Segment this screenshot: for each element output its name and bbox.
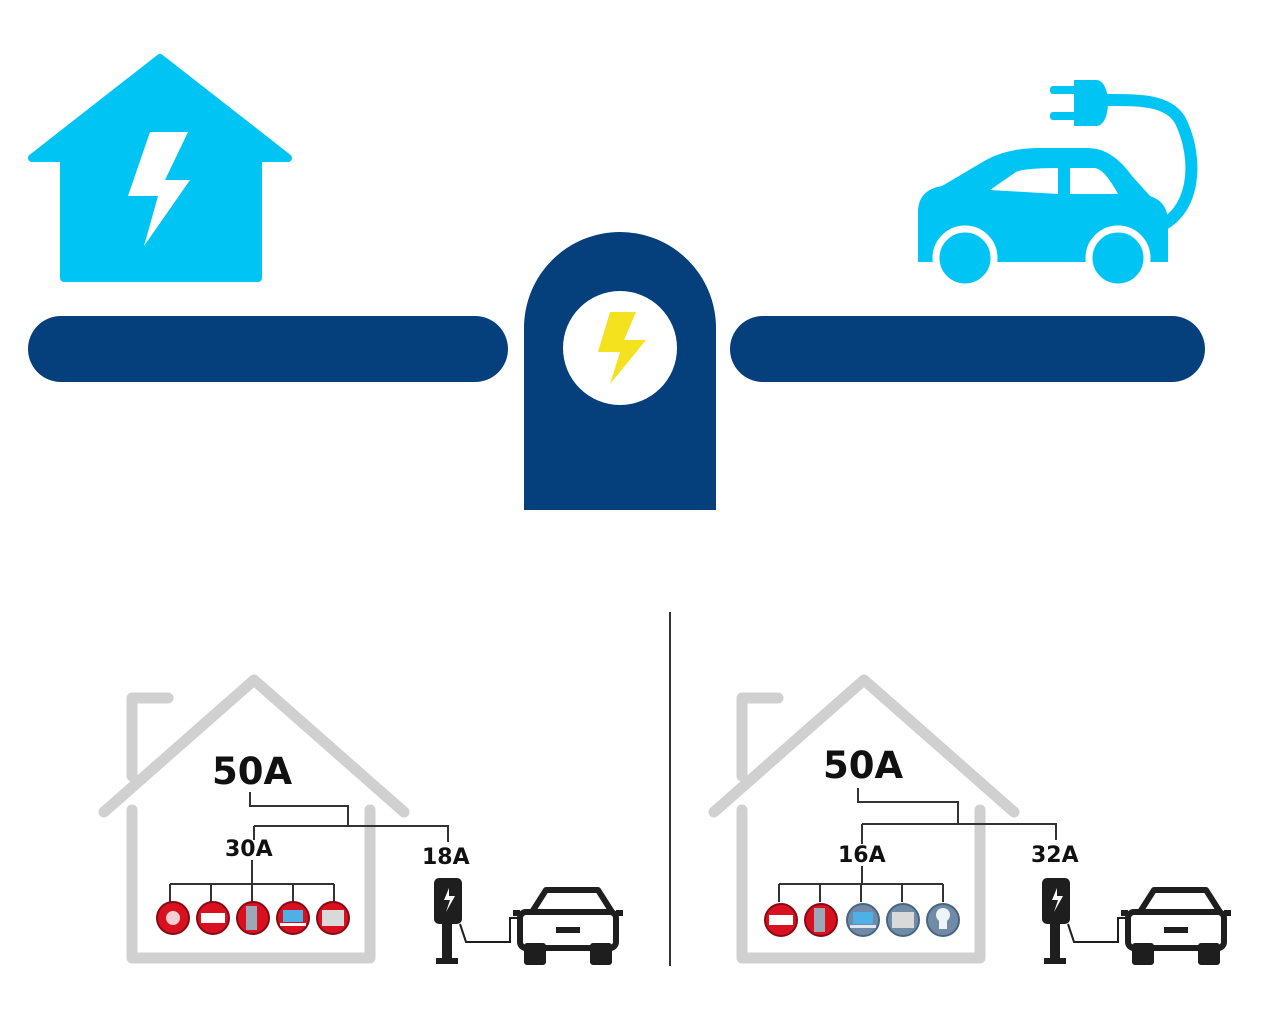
right-house-amps: 16A xyxy=(838,843,886,868)
right-total-amps: 50A xyxy=(823,744,903,787)
right-charger-icon xyxy=(1042,878,1128,964)
left-house-outline xyxy=(98,674,410,964)
right-scene: 50A 16A 32A xyxy=(708,674,1231,965)
home-bolt-icon xyxy=(128,132,190,246)
electric-car-icon xyxy=(918,80,1198,291)
right-house-outline xyxy=(708,674,1020,964)
home-power-icon xyxy=(28,54,292,282)
right-wiring xyxy=(778,788,1057,902)
car-wheel-rear xyxy=(1085,225,1151,291)
car-wheel-front xyxy=(932,225,998,291)
fridge-icon xyxy=(804,903,838,937)
left-charger-icon xyxy=(434,878,520,964)
microwave-icon xyxy=(316,901,350,935)
plug-icon xyxy=(1050,80,1108,126)
left-charger-amps: 18A xyxy=(422,845,470,870)
left-wiring xyxy=(169,792,449,902)
left-scene: 50A 30A 18A xyxy=(98,674,623,965)
left-appliance-row xyxy=(156,901,350,935)
fridge-icon xyxy=(236,901,270,935)
right-appliance-row xyxy=(764,903,960,937)
seesaw-beam-right xyxy=(730,316,1205,382)
oven-icon xyxy=(764,903,798,937)
car-window-rear xyxy=(1070,168,1118,194)
left-total-amps: 50A xyxy=(212,750,292,793)
left-car-icon xyxy=(513,887,623,965)
seesaw-beam-left xyxy=(28,316,508,382)
oven-icon xyxy=(196,901,230,935)
pivot-bolt-icon xyxy=(598,312,646,384)
laptop-icon xyxy=(846,903,880,937)
washer-icon xyxy=(156,901,190,935)
seesaw-illustration xyxy=(28,54,1205,510)
left-house-amps: 30A xyxy=(225,837,273,862)
light-bulb-icon xyxy=(926,903,960,937)
right-charger-amps: 32A xyxy=(1031,843,1079,868)
car-window-front xyxy=(990,168,1058,194)
microwave-icon xyxy=(886,903,920,937)
laptop-icon xyxy=(276,901,310,935)
right-car-icon xyxy=(1121,887,1231,965)
